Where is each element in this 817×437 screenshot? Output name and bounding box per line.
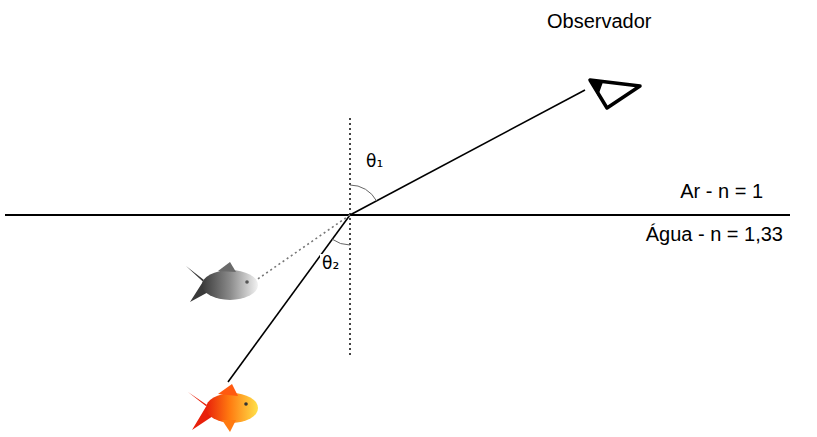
- angle-arc: [332, 239, 350, 245]
- medium-label: Água - n = 1,33: [644, 223, 785, 246]
- apparent-fish: [186, 262, 258, 302]
- refracted-ray: [350, 90, 585, 215]
- angle-arc: [350, 185, 377, 201]
- observer-label: Observador: [545, 10, 654, 33]
- real-fish: [188, 384, 258, 432]
- medium-label: Ar - n = 1: [678, 180, 765, 203]
- angle-label: θ₂: [320, 254, 341, 274]
- normal-line: [349, 118, 351, 358]
- angle-label: θ₁: [364, 152, 385, 172]
- incident-ray: [228, 215, 350, 382]
- interface-line: [5, 214, 790, 216]
- apparent-ray: [252, 215, 350, 283]
- eye-symbol: [590, 80, 640, 108]
